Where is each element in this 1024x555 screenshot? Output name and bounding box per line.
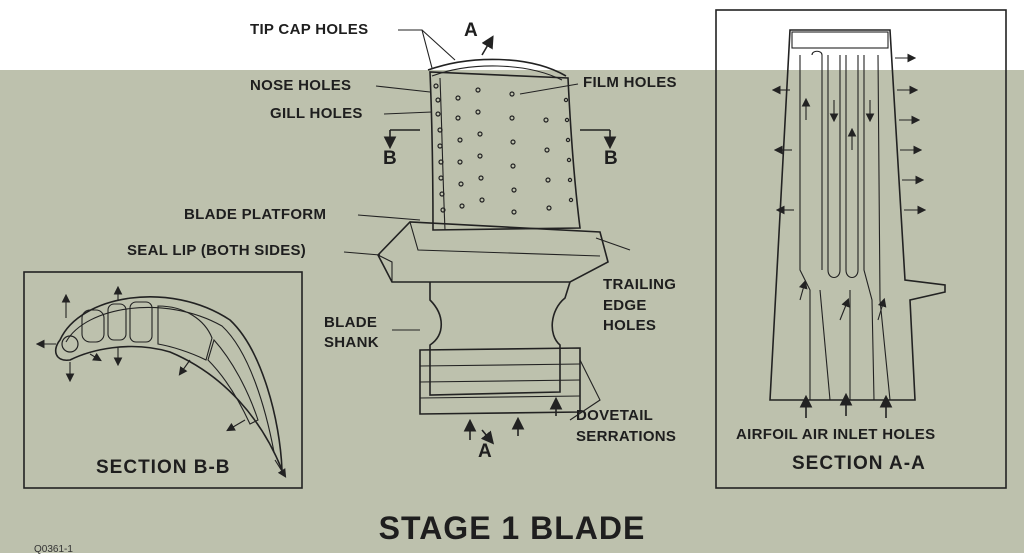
leader-lines	[343, 29, 631, 421]
label-section-bb: SECTION B-B	[96, 457, 231, 478]
label-film-holes: FILM HOLES	[583, 74, 677, 91]
label-blade-shank-line-1: BLADE	[324, 314, 378, 331]
label-blade-shank-line-2: SHANK	[324, 334, 379, 351]
stage1-blade-illustration	[377, 35, 617, 445]
label-tip-cap-holes: TIP CAP HOLES	[250, 21, 369, 38]
section-aa-frame	[715, 9, 1007, 489]
label-gill-holes: GILL HOLES	[270, 105, 363, 122]
label-seal-lip: SEAL LIP (BOTH SIDES)	[127, 242, 307, 259]
label-section-a-bottom: A	[478, 441, 493, 462]
top-white-band	[0, 0, 1024, 70]
label-nose-holes: NOSE HOLES	[250, 77, 352, 94]
label-b-left: B	[383, 148, 398, 169]
blade-shank	[429, 281, 571, 396]
label-dovetail-line-2: SERRATIONS	[576, 428, 677, 445]
film-holes-pattern	[433, 83, 574, 215]
label-airfoil-air-inlet-holes: AIRFOIL AIR INLET HOLES	[736, 426, 936, 443]
diagram-background	[0, 70, 1024, 553]
dovetail-serrations	[419, 347, 581, 415]
section-bb-airfoil-profile	[35, 285, 287, 478]
label-section-a-top: A	[464, 20, 479, 41]
tip-cap	[427, 58, 567, 77]
label-trailing-line-2: EDGE	[603, 297, 647, 314]
airfoil-outline	[429, 71, 581, 231]
label-b-right: B	[604, 148, 619, 169]
label-trailing-line-1: TRAILING	[603, 276, 677, 293]
section-aa-cutaway	[769, 29, 946, 418]
label-section-aa: SECTION A-A	[792, 453, 926, 474]
section-bb-frame	[23, 271, 303, 489]
label-dovetail-line-1: DOVETAIL	[576, 407, 654, 424]
label-blade-platform: BLADE PLATFORM	[184, 206, 327, 223]
figure-code: Q0361-1	[34, 544, 73, 555]
label-trailing-line-3: HOLES	[603, 317, 657, 334]
diagram-title: STAGE 1 BLADE	[378, 510, 646, 546]
